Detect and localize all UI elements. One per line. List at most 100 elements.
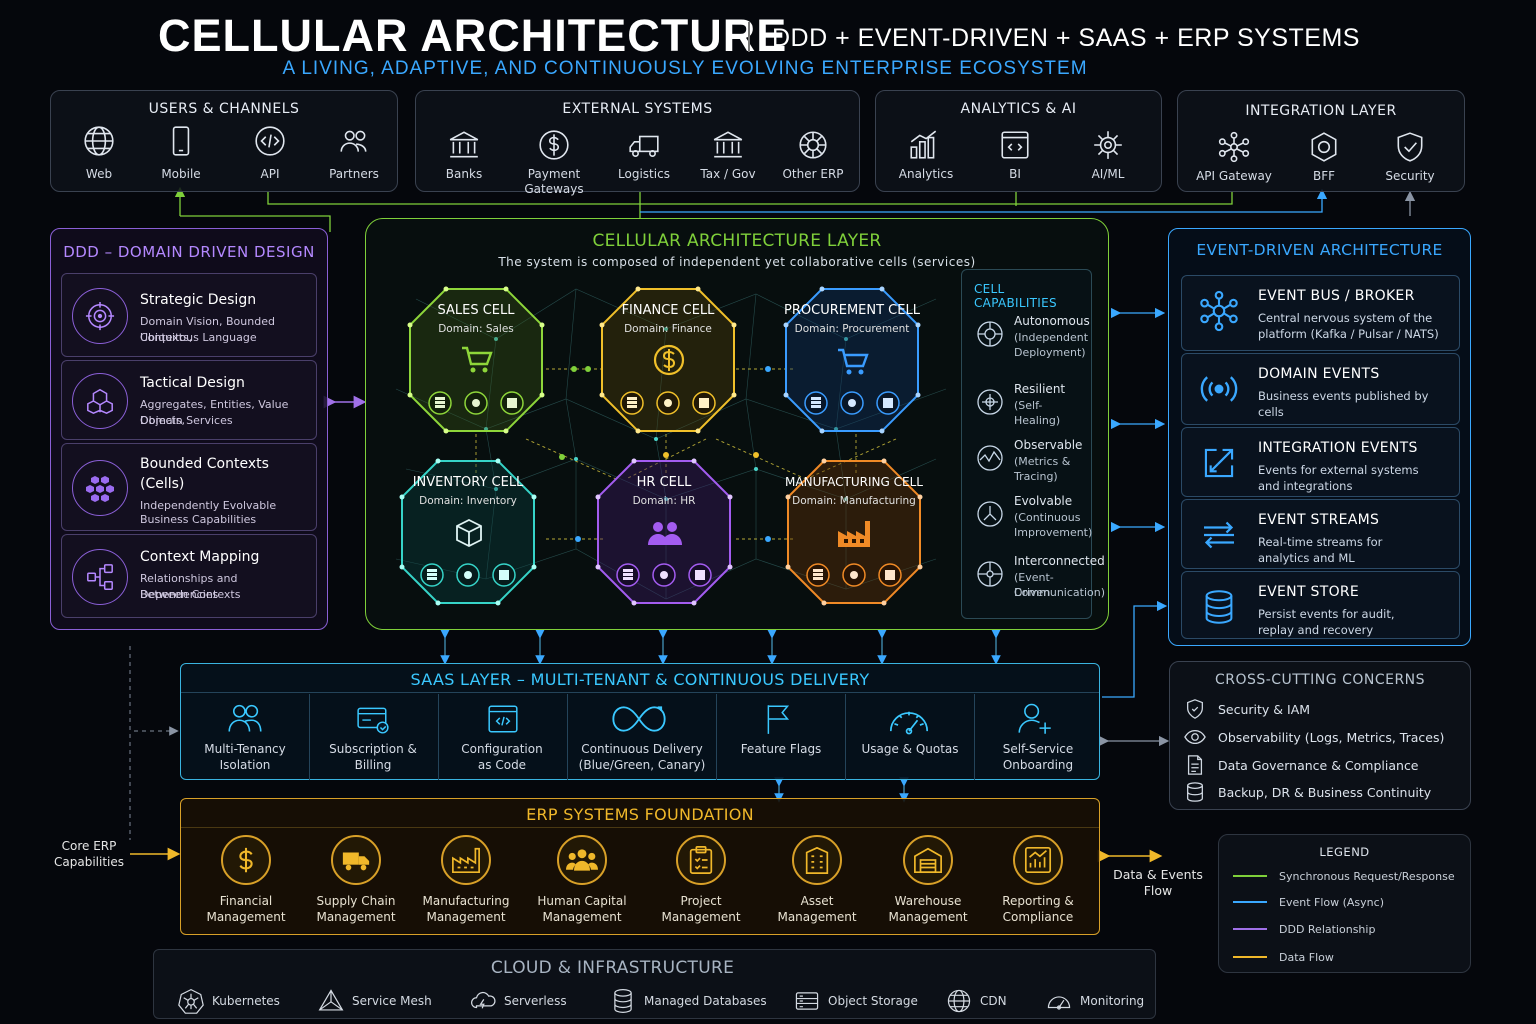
- channel-mobile[interactable]: Mobile: [161, 167, 201, 181]
- ddd-card-desc: Business Capabilities: [140, 513, 257, 526]
- ddd-card-tactical-design[interactable]: Tactical Design Aggregates, Entities, Va…: [61, 360, 317, 440]
- ddd-card-bounded-contexts[interactable]: Bounded Contexts (Cells) Independently E…: [61, 443, 317, 531]
- erp-supply-chain-management[interactable]: Supply Chain Management: [297, 835, 415, 935]
- erp-item-line2: Management: [206, 910, 286, 924]
- infra-label: Serverless: [504, 994, 567, 1008]
- legend-label: Data Flow: [1279, 950, 1334, 964]
- ddd-card-strategic-design[interactable]: Strategic Design Domain Vision, Bounded …: [61, 273, 317, 357]
- ddd-card-context-mapping[interactable]: Context Mapping Relationships and Depend…: [61, 534, 317, 618]
- erp-asset-management[interactable]: Asset Management: [758, 835, 876, 935]
- saas-layer-panel: SAAS LAYER – MULTI-TENANT & CONTINUOUS D…: [180, 663, 1100, 780]
- shield-icon: [1187, 699, 1203, 719]
- sales-cell[interactable]: SALES CELL Domain: Sales: [406, 285, 546, 435]
- page-subtitle: DDD + EVENT-DRIVEN + SAAS + ERP SYSTEMS: [772, 24, 1360, 52]
- legend-swatch: [1233, 875, 1267, 877]
- eda-card-integration-events[interactable]: INTEGRATION EVENTS Events for external s…: [1181, 427, 1460, 497]
- erp-gear-icon: [793, 125, 833, 165]
- eda-card-event-store[interactable]: EVENT STORE Persist events for audit, re…: [1181, 571, 1460, 639]
- cell-name: MANUFACTURING CELL: [785, 475, 923, 489]
- mesh-triangle-icon: [318, 989, 344, 1011]
- erp-item-line2: Management: [777, 910, 857, 924]
- legend-swatch: [1233, 956, 1267, 958]
- infra-kubernetes[interactable]: Kubernetes: [178, 986, 280, 1016]
- erp-human-capital-management[interactable]: Human Capital Management: [523, 835, 641, 935]
- infra-service-mesh[interactable]: Service Mesh: [318, 986, 432, 1016]
- report-chart-icon: [1013, 835, 1063, 885]
- capability-desc: (Independent: [1014, 331, 1089, 344]
- cellular-layer-title: CELLULAR ARCHITECTURE LAYER: [592, 231, 882, 251]
- analytics-analytics[interactable]: Analytics: [898, 167, 954, 181]
- manufacturing-cell[interactable]: MANUFACTURING CELL Domain: Manufacturing: [784, 457, 924, 607]
- cell-name: PROCUREMENT CELL: [784, 303, 920, 318]
- integration-layer-panel: INTEGRATION LAYER API Gateway BFF Securi…: [1177, 90, 1465, 192]
- eda-title: EVENT-DRIVEN ARCHITECTURE: [1196, 241, 1443, 259]
- infra-label: Monitoring: [1080, 994, 1145, 1008]
- cross-item-label: Security & IAM: [1218, 701, 1311, 717]
- erp-financial-management[interactable]: Financial Management: [187, 835, 305, 935]
- factory-icon: [441, 835, 491, 885]
- integration-bff[interactable]: BFF: [1312, 169, 1336, 183]
- analytics-bi[interactable]: BI: [1009, 167, 1021, 181]
- ddd-card-desc: Relationships and Dependencies: [140, 572, 238, 601]
- infra-cdn[interactable]: CDN: [946, 986, 1007, 1016]
- page-tagline: A LIVING, ADAPTIVE, AND CONTINUOUSLY EVO…: [282, 58, 1088, 79]
- eda-card-domain-events[interactable]: DOMAIN EVENTS Business events published …: [1181, 353, 1460, 425]
- inventory-cell[interactable]: INVENTORY CELL Domain: Inventory: [398, 457, 538, 607]
- hexagons-icon: [72, 460, 128, 516]
- eye-icon: [1184, 729, 1206, 745]
- kubernetes-icon: [178, 988, 204, 1014]
- channel-partners[interactable]: Partners: [329, 167, 379, 181]
- saas-feature-flags: Feature Flags: [740, 742, 822, 756]
- box-icon: [456, 518, 482, 548]
- ddd-card-desc: Ubiquitous Language: [140, 331, 257, 344]
- external-systems-title: EXTERNAL SYSTEMS: [562, 101, 713, 117]
- hr-cell[interactable]: HR CELL Domain: HR: [594, 457, 734, 607]
- event-bus-icon: [1196, 288, 1242, 334]
- integration-api-gateway[interactable]: API Gateway: [1196, 169, 1272, 183]
- analytics-ai-ml[interactable]: AI/ML: [1091, 167, 1125, 181]
- eda-card-event-bus[interactable]: EVENT BUS / BROKER Central nervous syste…: [1181, 275, 1460, 351]
- users-channels-panel: USERS & CHANNELS Web Mobile API Partners: [50, 90, 398, 192]
- title-divider: [748, 22, 750, 52]
- capability-autonomous: Autonomous (Independent Deployment): [972, 314, 1090, 374]
- database-icon: [1187, 782, 1203, 802]
- resilient-icon: [977, 389, 1003, 415]
- erp-reporting-compliance[interactable]: Reporting & Compliance: [979, 835, 1097, 935]
- eda-card-desc-2: cells: [1258, 405, 1284, 419]
- erp-warehouse-management[interactable]: Warehouse Management: [869, 835, 987, 935]
- external-tax-gov[interactable]: Tax / Gov: [700, 167, 756, 181]
- cell-service-icons: [616, 563, 712, 587]
- cell-domain: Domain: Finance: [624, 323, 712, 335]
- legend-label: Synchronous Request/Response: [1279, 869, 1455, 883]
- infra-monitoring[interactable]: Monitoring: [1046, 986, 1144, 1016]
- external-payment-gateways[interactable]: Payment Gateways: [524, 167, 584, 196]
- integration-security[interactable]: Security: [1385, 169, 1435, 183]
- erp-divider: [181, 827, 1099, 828]
- capability-desc: (Continuous: [1014, 511, 1081, 524]
- infra-serverless[interactable]: Serverless: [470, 986, 567, 1016]
- erp-item-line1: Warehouse: [894, 894, 962, 908]
- ddd-card-desc: Independently Evolvable: [140, 499, 277, 512]
- cross-item-label: Backup, DR & Business Continuity: [1218, 784, 1432, 800]
- channel-web[interactable]: Web: [85, 167, 113, 181]
- finance-cell[interactable]: FINANCE CELL Domain: Finance: [598, 285, 738, 435]
- erp-project-management[interactable]: Project Management: [642, 835, 760, 935]
- api-code-icon: [250, 121, 290, 161]
- eda-card-event-streams[interactable]: EVENT STREAMS Real-time streams for anal…: [1181, 499, 1460, 569]
- channel-api[interactable]: API: [260, 167, 280, 181]
- external-other-erp[interactable]: Other ERP: [782, 167, 844, 181]
- saas-config-line2: as Code: [477, 758, 527, 772]
- data-events-flow-line2: Flow: [1143, 883, 1173, 898]
- erp-manufacturing-management[interactable]: Manufacturing Management: [407, 835, 525, 935]
- infra-managed-databases[interactable]: Managed Databases: [610, 986, 767, 1016]
- external-logistics[interactable]: Logistics: [618, 167, 670, 181]
- external-banks[interactable]: Banks: [445, 167, 483, 181]
- legend-swatch: [1233, 928, 1267, 930]
- dollar-circle-icon: [534, 125, 574, 165]
- core-erp-label-line1: Core ERP: [61, 839, 117, 853]
- external-link-icon: [1196, 440, 1242, 486]
- infra-object-storage[interactable]: Object Storage: [794, 986, 918, 1016]
- procurement-cell[interactable]: PROCUREMENT CELL Domain: Procurement: [782, 285, 922, 435]
- flag-icon: [767, 705, 790, 734]
- document-icon: [1187, 755, 1203, 775]
